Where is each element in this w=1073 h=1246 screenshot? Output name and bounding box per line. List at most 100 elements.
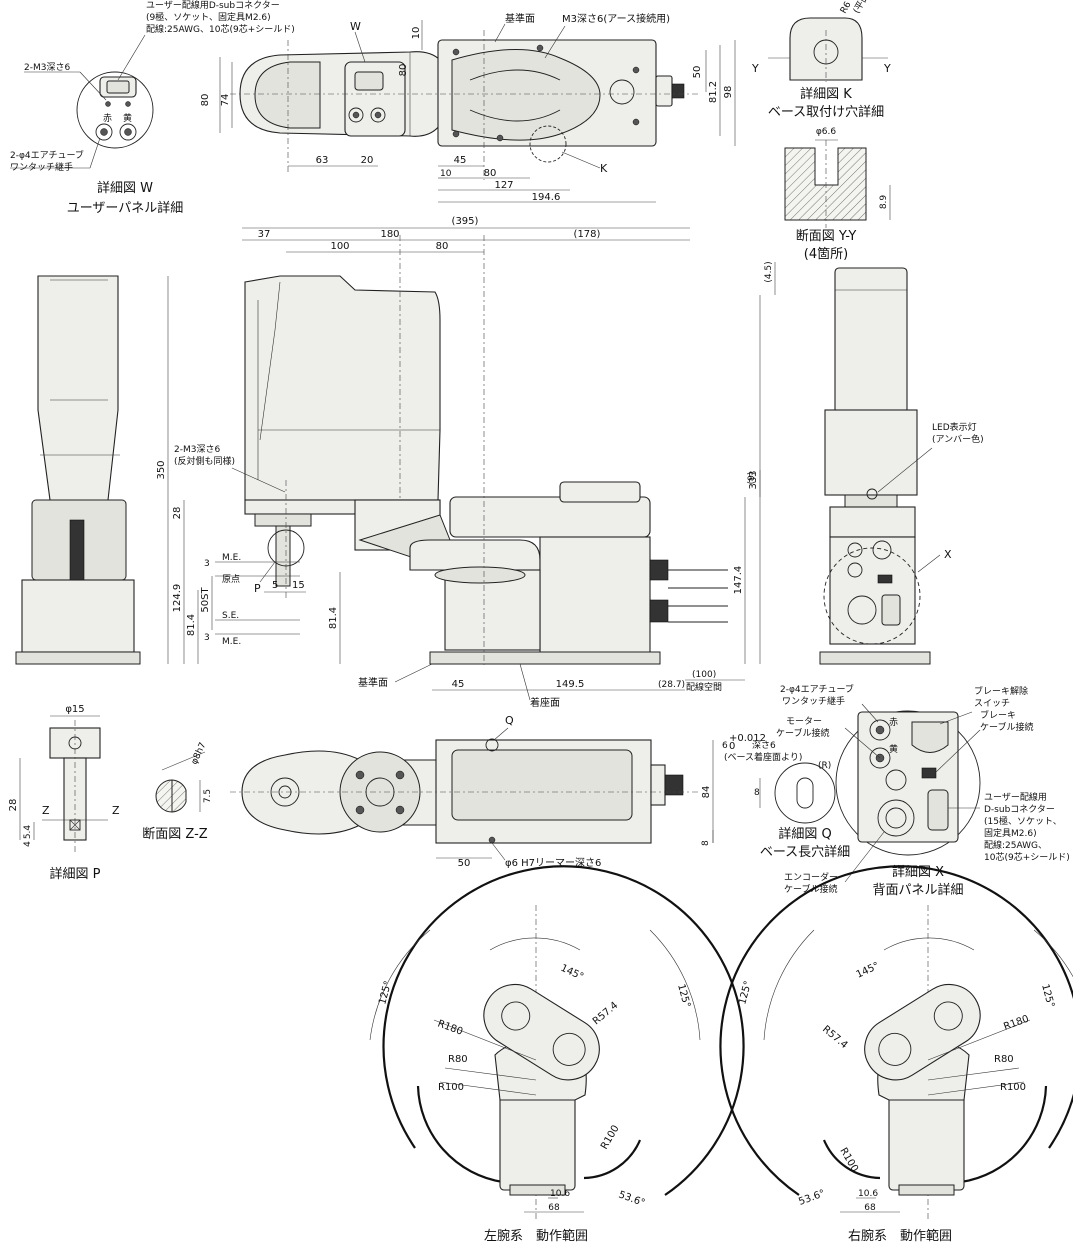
detail-Q-title-2: ベース長穴詳細 <box>760 844 850 860</box>
front-mount-face: 着座面 <box>530 696 560 709</box>
detail-X-user-4: 固定具M2.6) <box>984 827 1037 839</box>
detail-W-title-1: 詳細図 W <box>97 180 153 196</box>
rl-r100-a: R100 <box>438 1082 464 1093</box>
detail-K-r6-note: (平面部) <box>850 0 877 16</box>
detail-Q-note: (ベース着座面より) <box>724 751 802 763</box>
front-se: S.E. <box>222 611 239 621</box>
rr-title: 右腕系 動作範囲 <box>848 1228 952 1244</box>
rr-r100-b: R100 <box>837 1146 860 1174</box>
dim-127: 127 <box>494 180 513 191</box>
detail-X-user-3: (15極、ソケット、 <box>984 815 1062 827</box>
rr-a125-l: 125° <box>737 980 754 1006</box>
right-side-view: LED表示灯 (アンバー色) X <box>819 267 984 665</box>
dim-20: 20 <box>361 155 374 166</box>
range-right: R180 R57.4 R80 R100 R100 125° 125° 145° … <box>719 865 1073 1244</box>
dim-74: 74 <box>220 94 231 107</box>
detail-P-phi15: φ15 <box>65 704 84 715</box>
front-dim-180: 180 <box>380 229 399 240</box>
detail-X-yellow: 黄 <box>889 743 898 755</box>
detail-P-dim-4: 4 <box>23 841 33 847</box>
section-ZZ-phi: φ8h7 <box>190 741 209 766</box>
rl-a145: 145° <box>559 963 585 983</box>
section-YY-title-2: (4箇所) <box>804 246 848 262</box>
dim-80-bottom: 80 <box>484 168 497 179</box>
front-dim-45: 45 <box>452 679 465 690</box>
front-view: (395) 37 180 (178) 100 80 350 333 (4.5) … <box>156 216 776 709</box>
detail-X-brake-release-1: ブレーキ解除 <box>974 685 1028 697</box>
dim-50: 50 <box>692 66 703 79</box>
front-dim-3-a: 3 <box>204 559 210 569</box>
front-dim-395: (395) <box>452 216 479 227</box>
rl-r57-4: R57.4 <box>591 1000 620 1027</box>
dim-194-6: 194.6 <box>532 192 561 203</box>
front-dim-124-9: 124.9 <box>172 584 183 613</box>
rl-r100-b: R100 <box>599 1123 622 1151</box>
top-view: 80 74 80 10 50 81.2 98 63 20 45 10 80 12… <box>200 12 736 203</box>
detail-X-user-1: ユーザー配線用 <box>984 791 1047 803</box>
detail-Q-tol-upper: +0.012 <box>729 733 766 744</box>
detail-X-red: 赤 <box>889 717 898 728</box>
detail-K-title-2: ベース取付け穴詳細 <box>768 104 884 120</box>
front-dim-4-5: (4.5) <box>764 261 774 282</box>
rr-dim-10-6: 10.6 <box>858 1189 878 1199</box>
detail-X-motor-2: ケーブル接続 <box>776 727 829 739</box>
front-dim-100: 100 <box>330 241 349 252</box>
detail-W-title-2: ユーザーパネル詳細 <box>67 200 184 216</box>
label-X: X <box>944 548 952 561</box>
bottom-dim-8: 8 <box>701 840 711 846</box>
detail-X-user-2: D-subコネクター <box>984 804 1055 815</box>
section-YY-8-9: 8.9 <box>879 195 889 210</box>
front-callout-base: 基準面 <box>358 676 388 689</box>
front-dim-9: (9) <box>747 472 757 485</box>
callout-base-top: 基準面 <box>505 12 535 25</box>
callout-m3-earth: M3深さ6(アース接続用) <box>562 12 670 25</box>
bottom-view: 84 8 50 φ6 H7リーマー深さ6 Q <box>230 714 714 869</box>
detail-X-brake-release-2: スイッチ <box>974 698 1010 709</box>
detail-X-brake-2: ケーブル接続 <box>980 721 1033 733</box>
dim-81-2: 81.2 <box>708 81 719 103</box>
section-ZZ-title: 断面図 Z-Z <box>142 827 208 842</box>
dim-80-left: 80 <box>200 94 211 107</box>
detail-X-user-6: 10芯(9芯+シールド) <box>984 851 1070 863</box>
range-left: R180 R57.4 R80 R100 R100 125° 125° 145° … <box>369 865 745 1244</box>
rr-a53-6: 53.6° <box>797 1188 826 1208</box>
front-dim-28: 28 <box>172 507 183 520</box>
detail-W-m3: 2-M3深さ6 <box>24 62 70 73</box>
rr-r80: R80 <box>994 1054 1014 1065</box>
front-dim-3-b: 3 <box>204 633 210 643</box>
front-me-bottom: M.E. <box>222 637 241 647</box>
detail-P-dim-28: 28 <box>8 799 19 812</box>
front-dim-37: 37 <box>258 229 271 240</box>
detail-Q-dim-6: 6 <box>722 741 728 751</box>
detail-K-y-right: Y <box>883 62 891 75</box>
detail-P-dim-5-4: 5.4 <box>23 825 33 840</box>
front-label-P: P <box>254 582 261 595</box>
detail-K-r6: R6 <box>839 0 854 16</box>
dim-80-h: 80 <box>398 64 409 77</box>
detail-W-yellow: 黄 <box>123 112 132 124</box>
front-dim-350: 350 <box>156 460 167 479</box>
detail-X-brake-1: ブレーキ <box>980 709 1016 721</box>
detail-W-air-1: 2-φ4エアチューブ <box>10 149 84 161</box>
rr-r100-a: R100 <box>1000 1082 1026 1093</box>
detail-W-red: 赤 <box>103 113 112 124</box>
detail-W-air-2: ワンタッチ継手 <box>10 161 73 173</box>
detail-W-dsub-1: ユーザー配線用D-subコネクター <box>146 0 280 11</box>
section-ZZ: φ8h7 7.5 断面図 Z-Z <box>142 741 213 842</box>
rl-title: 左腕系 動作範囲 <box>484 1228 588 1244</box>
detail-X-encoder-2: ケーブル接続 <box>784 883 837 895</box>
detail-X-title-2: 背面パネル詳細 <box>872 882 963 898</box>
rr-a145: 145° <box>855 961 881 981</box>
front-dim-80: 80 <box>436 241 449 252</box>
detail-X-encoder-1: エンコーダー <box>784 871 838 883</box>
front-m3-2: (反対側も同様) <box>174 455 235 467</box>
section-YY-phi: φ6.6 <box>816 127 837 137</box>
detail-X-air-2: ワンタッチ継手 <box>782 695 845 707</box>
detail-Q-title-1: 詳細図 Q <box>778 826 831 842</box>
label-W: W <box>350 20 361 33</box>
rl-dim-10-6: 10.6 <box>550 1189 570 1199</box>
bottom-dim-50: 50 <box>458 858 471 869</box>
front-me-top: M.E. <box>222 553 241 563</box>
front-dim-81-4-a: 81.4 <box>186 614 197 636</box>
